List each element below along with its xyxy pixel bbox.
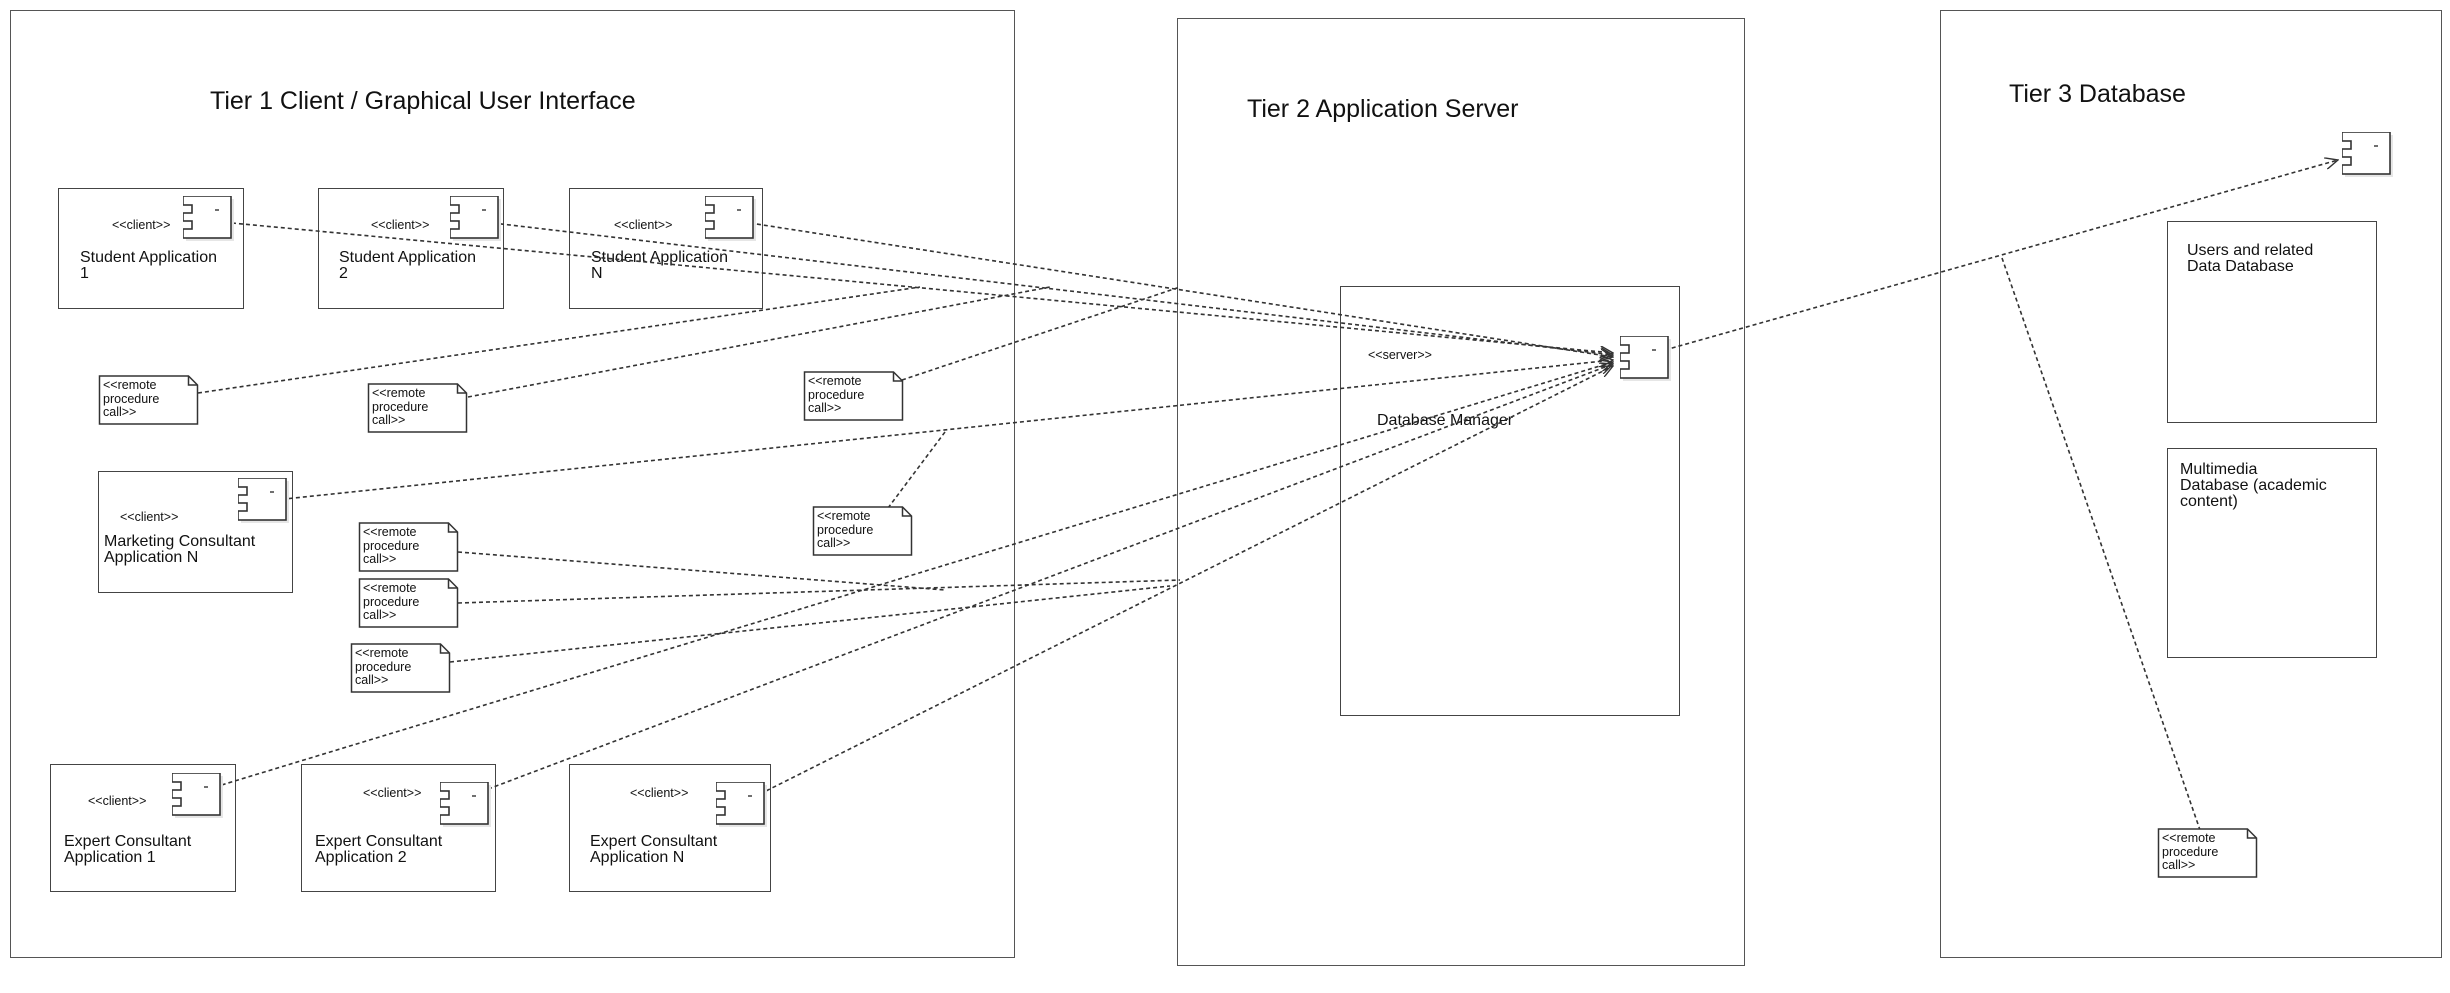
client-stereotype: <<client>> <box>363 786 422 800</box>
component-icon <box>450 196 502 242</box>
remote-procedure-call-note: <<remote procedure call>> <box>2162 831 2219 872</box>
database-component-icon <box>2342 132 2394 178</box>
server-component-icon <box>1620 336 1672 382</box>
remote-procedure-call-note: <<remote procedure call>> <box>355 646 412 687</box>
component-name: Student Application 2 <box>339 249 476 282</box>
client-stereotype: <<client>> <box>630 786 689 800</box>
component-icon <box>183 196 235 242</box>
tier2-title: Tier 2 Application Server <box>1247 95 1519 123</box>
component-icon <box>716 782 768 828</box>
client-stereotype: <<client>> <box>120 510 179 524</box>
remote-procedure-call-note: <<remote procedure call>> <box>372 386 429 427</box>
client-stereotype: <<client>> <box>614 218 673 232</box>
component-icon <box>440 782 492 828</box>
remote-procedure-call-note: <<remote procedure call>> <box>817 509 874 550</box>
client-stereotype: <<client>> <box>371 218 430 232</box>
remote-procedure-call-note: <<remote procedure call>> <box>103 378 160 419</box>
server-stereotype: <<server>> <box>1368 348 1432 362</box>
connector-lines <box>197 160 2338 831</box>
remote-procedure-call-note: <<remote procedure call>> <box>363 581 420 622</box>
client-stereotype: <<client>> <box>88 794 147 808</box>
multimedia-database-label: Multimedia Database (academic content) <box>2180 461 2327 510</box>
component-icon <box>172 773 224 819</box>
users-database-label: Users and related Data Database <box>2187 242 2314 275</box>
users-database-box <box>2167 221 2377 423</box>
multimedia-database-box <box>2167 448 2377 658</box>
component-name: Student Application 1 <box>80 249 217 282</box>
client-stereotype: <<client>> <box>112 218 171 232</box>
tier3-title: Tier 3 Database <box>2009 80 2186 108</box>
database-manager-label: Database Manager <box>1377 412 1514 429</box>
remote-procedure-call-note: <<remote procedure call>> <box>363 525 420 566</box>
tier1-title: Tier 1 Client / Graphical User Interface <box>210 87 636 115</box>
component-icon <box>238 478 290 524</box>
component-name: Student Application N <box>591 249 728 282</box>
component-name: Expert Consultant Application N <box>590 833 718 866</box>
component-name: Marketing Consultant Application N <box>104 533 256 566</box>
component-icon <box>705 196 757 242</box>
component-name: Expert Consultant Application 2 <box>315 833 443 866</box>
remote-procedure-call-note: <<remote procedure call>> <box>808 374 865 415</box>
component-name: Expert Consultant Application 1 <box>64 833 192 866</box>
